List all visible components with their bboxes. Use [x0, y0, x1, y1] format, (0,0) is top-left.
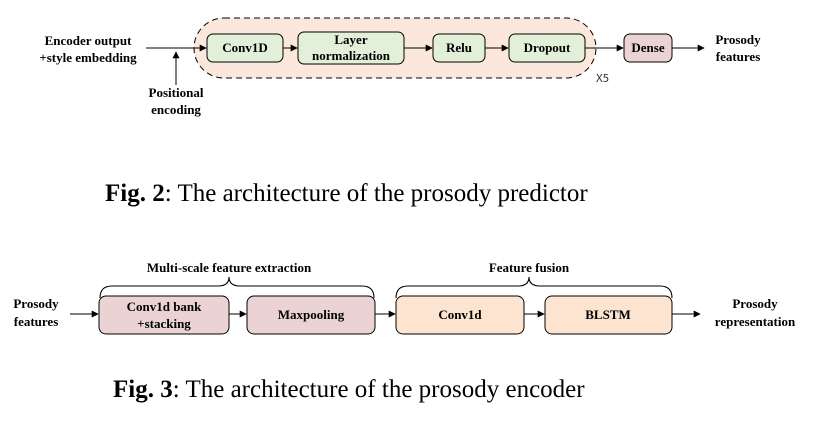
fig2-positional-line1: Positional [149, 85, 204, 100]
fig3-conv1d-bank-box [98, 295, 230, 335]
fig2-caption-text: : The architecture of the prosody predic… [165, 180, 589, 207]
fig2-dropout-label: Dropout [524, 40, 571, 55]
fig3-group1-label: Multi-scale feature extraction [147, 260, 312, 275]
fig3-conv1d-label: Conv1d [438, 307, 482, 322]
fig3-caption-bold: Fig. 3 [113, 376, 173, 403]
fig2-relu-label: Relu [446, 40, 472, 55]
fig3-conv1d-box [395, 295, 525, 335]
fig2-conv1d-label: Conv1D [222, 40, 268, 55]
fig3-maxpooling-label: Maxpooling [278, 307, 345, 322]
fig2-layernorm-line2: normalization [312, 48, 391, 63]
fig2-diagram: Encoder output +style embedding Position… [39, 17, 761, 117]
fig2-dense-label: Dense [631, 40, 664, 55]
fig3-output-line2: representation [715, 314, 796, 329]
fig2-caption: Fig. 2: The architecture of the prosody … [105, 180, 588, 207]
fig3-blstm-label: BLSTM [585, 307, 631, 322]
fig3-input-line1: Prosody [13, 296, 59, 311]
fig3-input-line2: features [14, 314, 59, 329]
fig2-layernorm-line1: Layer [334, 32, 367, 47]
fig2-positional-line2: encoding [151, 102, 201, 117]
fig3-conv1d-bank-line2: +stacking [137, 316, 191, 331]
fig3-maxpooling-box [246, 295, 376, 335]
fig3-diagram: Multi-scale feature extraction Feature f… [13, 260, 796, 335]
fig3-group2-brace [395, 276, 673, 299]
fig3-caption-text: : The architecture of the prosody encode… [173, 376, 586, 403]
fig2-caption-bold: Fig. 2 [105, 180, 165, 207]
fig3-caption: Fig. 3: The architecture of the prosody … [113, 376, 585, 403]
fig3-output-line1: Prosody [732, 296, 778, 311]
fig2-input-line1: Encoder output [45, 33, 132, 48]
fig3-conv1d-bank-line1: Conv1d bank [127, 299, 203, 314]
fig2-input-line2: +style embedding [39, 50, 137, 65]
fig2-repeat-label: X5 [596, 72, 609, 85]
fig3-group2-label: Feature fusion [489, 260, 570, 275]
fig2-output-line2: features [716, 49, 761, 64]
fig3-group1-brace [99, 276, 375, 299]
fig3-blstm-box [544, 295, 673, 335]
fig2-output-line1: Prosody [715, 32, 761, 47]
